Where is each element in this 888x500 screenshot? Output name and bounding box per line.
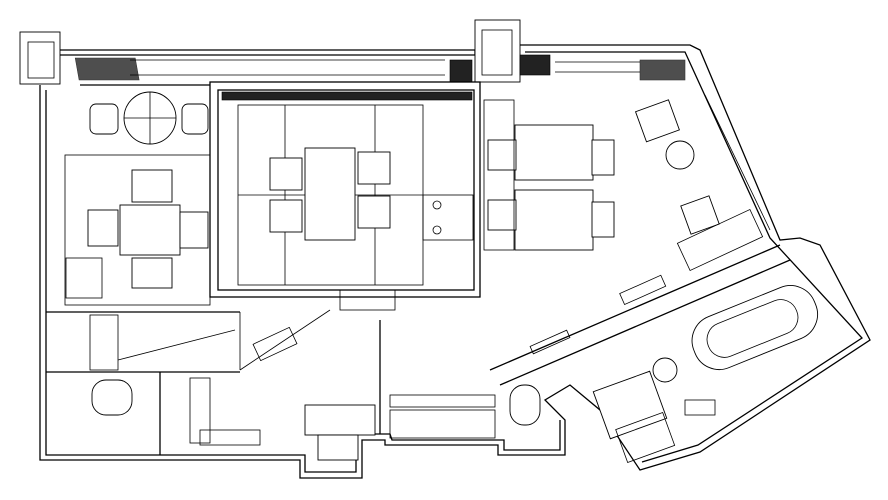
central-room xyxy=(209,81,481,311)
bathtub-icon xyxy=(691,285,818,370)
bed-2 xyxy=(514,189,594,251)
dining-table xyxy=(304,147,356,241)
right-room xyxy=(483,94,771,272)
outer-walls xyxy=(19,19,871,479)
lower-left-rooms xyxy=(46,309,331,455)
bathroom-wing xyxy=(489,244,818,463)
hallway xyxy=(304,320,496,461)
column-top-left xyxy=(19,31,61,85)
desk xyxy=(119,204,181,256)
toilet-icon-2 xyxy=(509,384,541,426)
toilet-icon xyxy=(91,379,133,416)
windows xyxy=(74,54,686,83)
bed-1 xyxy=(514,124,594,181)
left-room xyxy=(64,84,211,306)
